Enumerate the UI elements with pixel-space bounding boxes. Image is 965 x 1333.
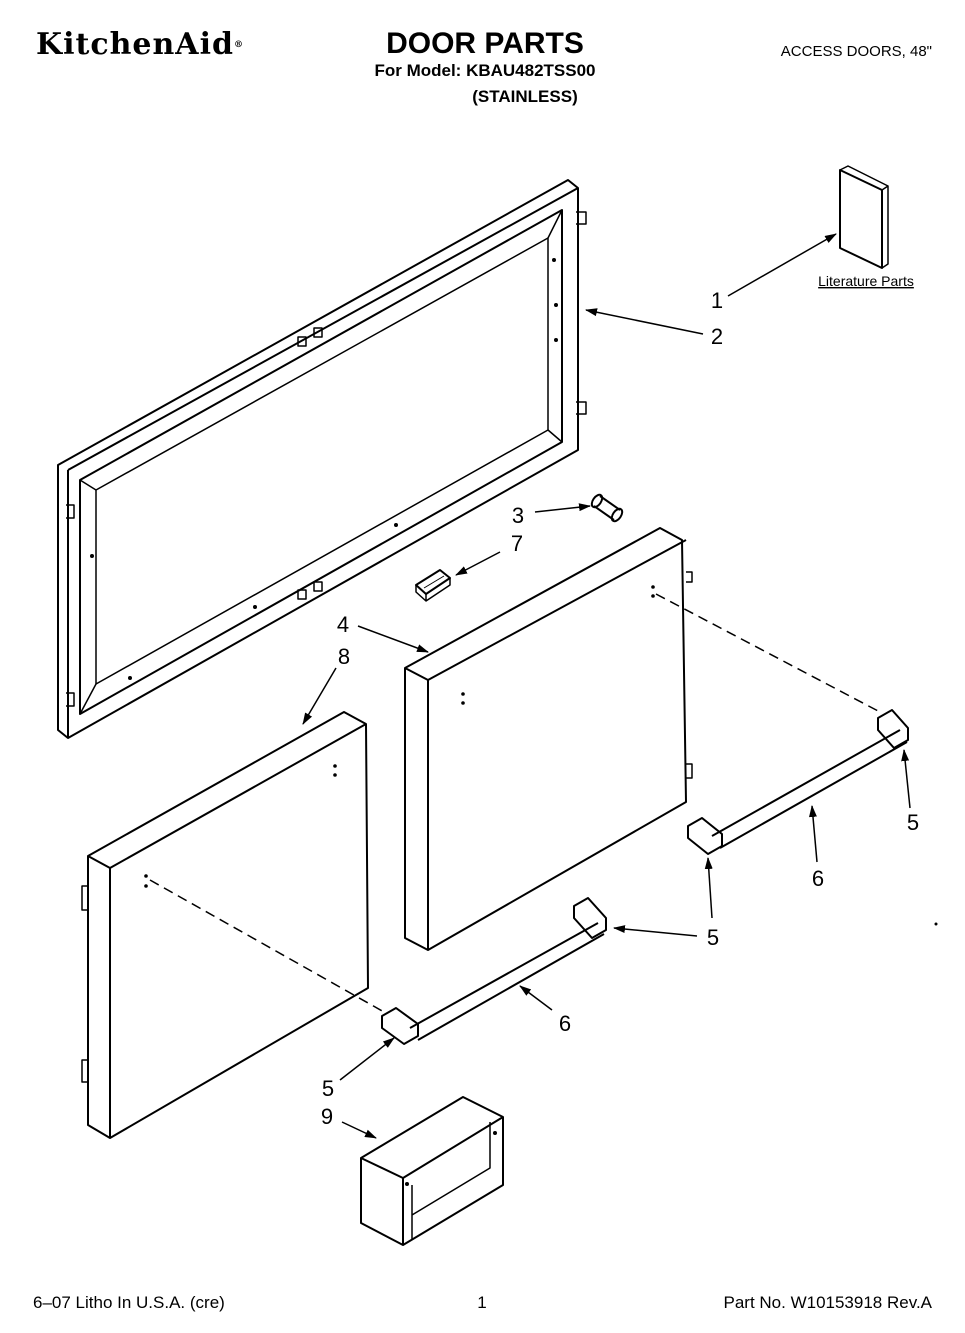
page-number: 1 <box>477 1293 487 1312</box>
registered-mark: ® <box>233 40 243 50</box>
print-info: 6–07 Litho In U.S.A. (cre) <box>33 1293 225 1312</box>
callout-7: 7 <box>511 531 523 556</box>
leader-arrow-8 <box>302 667 337 725</box>
part-number: Part No. W10153918 Rev.A <box>723 1293 932 1312</box>
literature-part <box>839 165 889 269</box>
leader-arrow-5d <box>339 1037 395 1081</box>
leader-arrow-9 <box>341 1121 377 1139</box>
callout-3: 3 <box>512 503 524 528</box>
variant-label: (STAINLESS) <box>472 87 578 106</box>
leader-arrow-4 <box>357 625 429 653</box>
page-title: DOOR PARTS <box>386 27 584 60</box>
literature-parts-label: Literature Parts <box>818 273 914 289</box>
callout-5-left-cap: 5 <box>322 1076 334 1101</box>
callout-8: 8 <box>338 644 350 669</box>
leader-arrow-1 <box>727 233 837 297</box>
callout-5-right-cap: 5 <box>907 810 919 835</box>
leader-arrows <box>302 233 911 1139</box>
brand-logo: KitchenAid® <box>36 28 243 62</box>
leader-arrow-6a <box>808 805 818 863</box>
leader-arrow-5a <box>901 749 911 809</box>
brand-name: KitchenAid <box>36 27 234 62</box>
clip-part <box>415 569 451 602</box>
bracket-tray-part <box>360 1096 504 1246</box>
leader-arrow-6b <box>519 985 553 1011</box>
cylinder-part <box>590 493 624 523</box>
leader-arrow-2 <box>585 308 704 335</box>
model-line: For Model: KBAU482TSS00 <box>374 61 596 80</box>
callout-4: 4 <box>337 612 349 637</box>
callout-6-right-handle: 6 <box>812 866 824 891</box>
stray-mark <box>934 922 938 926</box>
callout-6-left-handle: 6 <box>559 1011 571 1036</box>
callout-5-inner-cap: 5 <box>707 925 719 950</box>
leader-arrow-5b <box>704 857 713 919</box>
callout-9: 9 <box>321 1104 333 1129</box>
alignment-line-right <box>655 593 881 713</box>
left-door-panel-part <box>81 711 369 1139</box>
right-handle-part <box>687 709 909 855</box>
section-label: ACCESS DOORS, 48" <box>780 43 932 60</box>
leader-arrow-7 <box>455 551 501 576</box>
leader-arrow-3 <box>534 503 591 513</box>
left-handle-part <box>381 897 607 1045</box>
alignment-line-left <box>149 879 385 1013</box>
door-frame-part <box>57 179 587 739</box>
right-door-panel-part <box>404 527 693 951</box>
leader-arrow-5c <box>613 925 698 937</box>
callout-1: 1 <box>711 288 723 313</box>
callout-2: 2 <box>711 324 723 349</box>
